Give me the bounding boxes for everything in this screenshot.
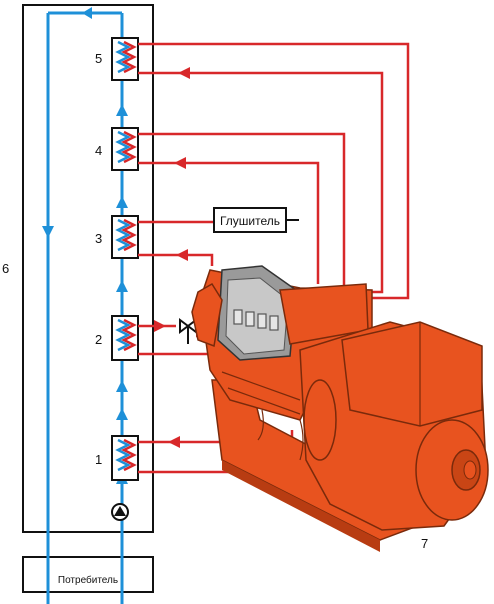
consumer-label: Потребитель bbox=[58, 574, 118, 586]
label-module-4: 4 bbox=[95, 143, 102, 158]
label-engine-7: 7 bbox=[421, 536, 428, 551]
engine-generator bbox=[191, 265, 489, 552]
pump-icon bbox=[111, 503, 129, 521]
arrow-hx3-return bbox=[176, 249, 188, 261]
arrow-hx5-return bbox=[178, 67, 190, 79]
arrow-left-down bbox=[42, 226, 54, 238]
arrow-hx1-in bbox=[168, 436, 180, 448]
label-module-3: 3 bbox=[95, 231, 102, 246]
muffler-label: Глушитель bbox=[220, 214, 280, 228]
heat-exchanger-4 bbox=[111, 127, 139, 171]
arrow-top-left bbox=[82, 7, 92, 19]
arrow-right-up-1 bbox=[116, 104, 128, 116]
arrow-hx2-in bbox=[154, 320, 166, 332]
heat-exchanger-3 bbox=[111, 215, 139, 259]
label-module-1: 1 bbox=[95, 452, 102, 467]
valve-icon-2 bbox=[179, 318, 197, 344]
arrow-right-up-4 bbox=[116, 380, 128, 392]
frame-6 bbox=[22, 4, 154, 533]
arrow-right-up-3 bbox=[116, 280, 128, 292]
heat-exchanger-2 bbox=[111, 315, 139, 361]
label-frame-6: 6 bbox=[2, 261, 9, 276]
label-module-5: 5 bbox=[95, 51, 102, 66]
heat-exchanger-5 bbox=[111, 37, 139, 81]
arrow-hx4-return bbox=[174, 157, 186, 169]
arrow-right-up-5 bbox=[116, 408, 128, 420]
turbocharger bbox=[191, 282, 223, 348]
muffler-box bbox=[213, 207, 287, 233]
hot-arrows bbox=[154, 67, 190, 448]
consumer-box bbox=[22, 556, 154, 593]
heat-exchanger-1 bbox=[111, 435, 139, 481]
cold-water-loop bbox=[46, 11, 124, 604]
arrow-right-up-2 bbox=[116, 196, 128, 208]
label-module-2: 2 bbox=[95, 332, 102, 347]
generator-terminal-box bbox=[341, 321, 483, 427]
